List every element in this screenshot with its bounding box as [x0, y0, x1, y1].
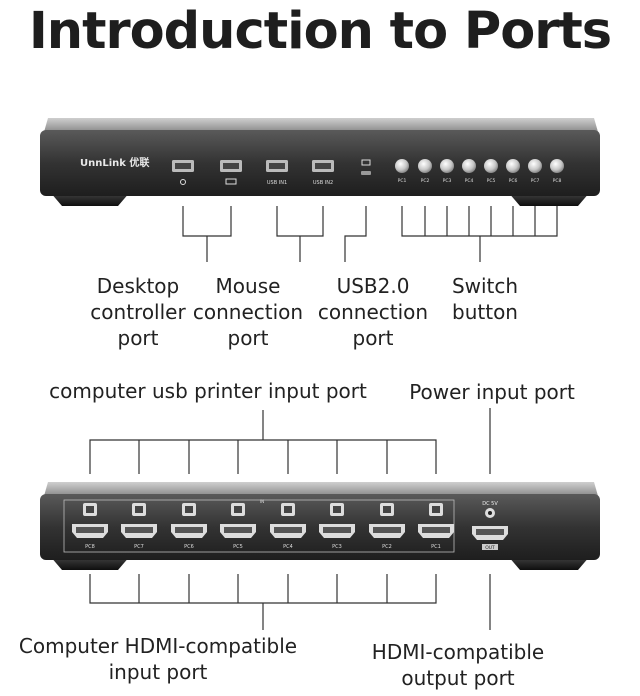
- pc-label: PC2: [382, 544, 392, 550]
- pc-labels: PC8 PC7 PC6 PC5 PC4 PC3 PC2 PC1: [85, 544, 441, 550]
- desktop-controller-label: Desktop controller port: [90, 274, 186, 350]
- switch-button: [395, 159, 409, 173]
- switch-button: [550, 159, 564, 173]
- button-label: PC8: [553, 178, 562, 184]
- usb-b-port: [83, 503, 97, 516]
- usb-b-port: [429, 503, 443, 516]
- printer-port-label: computer usb printer input port: [49, 379, 367, 403]
- button-label: PC1: [398, 178, 407, 184]
- mouse-icon: [180, 179, 186, 185]
- switch-button: [418, 159, 432, 173]
- pc-label: PC8: [85, 544, 95, 550]
- pc-label: PC4: [283, 544, 293, 550]
- usb2-port: [361, 159, 371, 175]
- switch-buttons: PC1 PC2 PC3 PC4 PC5 PC6 PC7 PC8: [395, 159, 564, 184]
- connector-lines: [182, 206, 558, 262]
- button-label: PC4: [465, 178, 474, 184]
- switch-button-label: Switch button: [451, 274, 519, 324]
- mouse-connection-label: Mouse connection port: [192, 274, 304, 350]
- usb-b-ports: [83, 503, 443, 516]
- usb-b-port: [132, 503, 146, 516]
- brand-logo: UnnLink 优联: [80, 156, 149, 169]
- power-port-label: Power input port: [409, 380, 575, 404]
- button-label: PC6: [509, 178, 518, 184]
- in-label: IN: [260, 499, 264, 504]
- usb-port: [220, 160, 242, 185]
- usb-b-port: [330, 503, 344, 516]
- back-panel-device: IN: [40, 482, 600, 570]
- usb2-connection-label: USB2.0 connection port: [317, 274, 429, 350]
- button-label: PC7: [531, 178, 540, 184]
- switch-button: [506, 159, 520, 173]
- pc-label: PC1: [431, 544, 441, 550]
- switch-button: [484, 159, 498, 173]
- usb-port: USB IN1: [266, 160, 288, 186]
- connector-lines: [89, 574, 491, 630]
- usb-port: [172, 160, 194, 185]
- pc-label: PC7: [134, 544, 144, 550]
- usb-b-port: [380, 503, 394, 516]
- pc-label: PC6: [184, 544, 194, 550]
- usb-b-port: [231, 503, 245, 516]
- usb-in2-label: USB IN2: [313, 180, 333, 186]
- button-label: PC3: [443, 178, 452, 184]
- usb-b-port: [281, 503, 295, 516]
- usb-b-port: [182, 503, 196, 516]
- hdmi-output-label: HDMI-compatible output port: [371, 640, 545, 690]
- usb-port: USB IN2: [312, 160, 334, 186]
- pc-label: PC3: [332, 544, 342, 550]
- switch-button: [528, 159, 542, 173]
- connector-lines: [89, 408, 491, 474]
- dc-label: DC 5V: [482, 501, 498, 507]
- hdmi-in-ports: [72, 524, 454, 538]
- out-label: OUT: [485, 545, 495, 551]
- front-panel-device: UnnLink 优联 USB IN1 USB IN2: [40, 118, 600, 206]
- button-label: PC2: [421, 178, 430, 184]
- pc-label: PC5: [233, 544, 243, 550]
- hdmi-input-label: Computer HDMI-compatible input port: [18, 634, 298, 684]
- button-label: PC5: [487, 178, 496, 184]
- usb-in1-label: USB IN1: [267, 180, 287, 186]
- switch-button: [440, 159, 454, 173]
- switch-button: [462, 159, 476, 173]
- keyboard-icon: [225, 178, 237, 185]
- page-title: Introduction to Ports: [28, 2, 612, 61]
